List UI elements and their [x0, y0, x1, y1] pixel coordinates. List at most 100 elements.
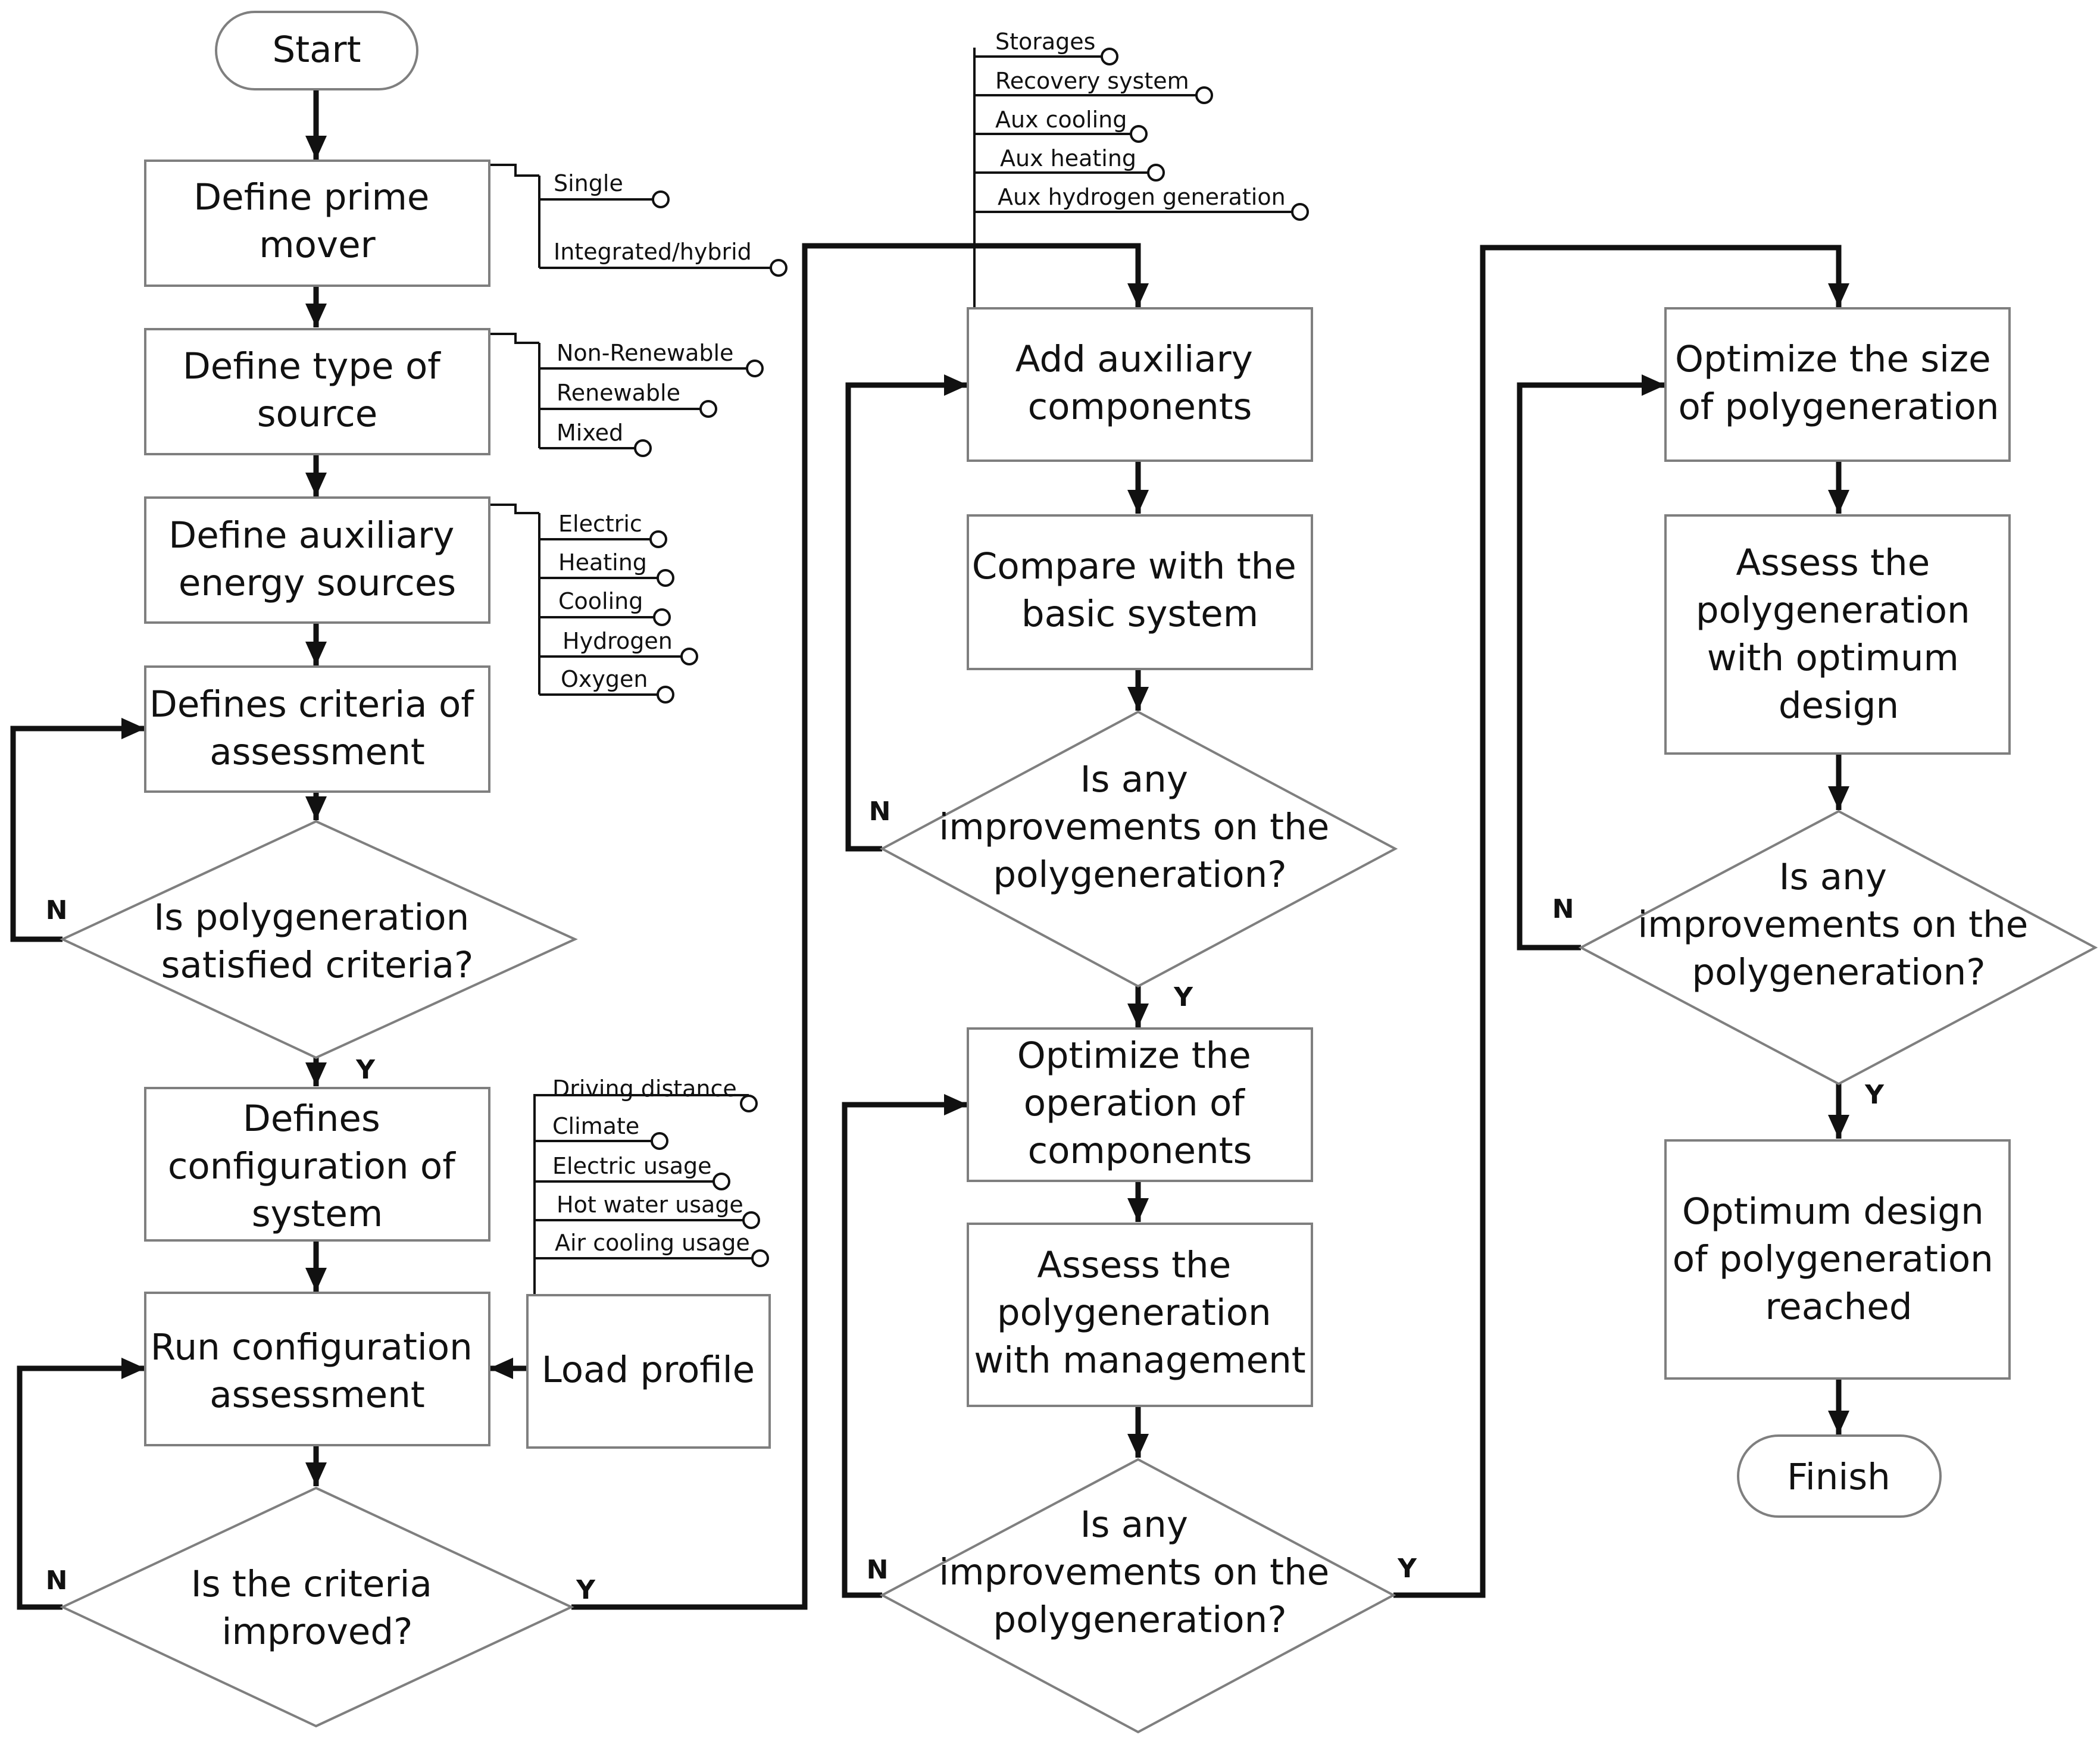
- configuration-label: Defines configuration of system: [168, 1098, 467, 1235]
- optimize-size-box: [1664, 307, 2011, 462]
- prime-mover-label: Define prime mover: [193, 176, 441, 266]
- option-cooling: Cooling: [558, 588, 643, 614]
- option-end-circle: [651, 1132, 668, 1150]
- assess-optimum-label: Assess the polygeneration with optimum d…: [1696, 542, 1982, 727]
- define-prime-mover-box: [144, 160, 490, 287]
- loop-no-satisfied: [10, 718, 145, 942]
- option-electric-usage: Electric usage: [552, 1153, 712, 1179]
- option-end-circle: [657, 686, 674, 704]
- define-source-type-box: [144, 328, 490, 455]
- option-mixed: Mixed: [557, 420, 623, 446]
- option-oxygen: Oxygen: [561, 666, 648, 692]
- option-end-circle: [1147, 164, 1165, 182]
- option-end-circle: [1101, 48, 1118, 65]
- source-type-label: Define type of source: [183, 345, 452, 435]
- decision-improvements-3: [1578, 809, 2098, 1086]
- run-assessment-label: Run configuration assessment: [151, 1326, 484, 1416]
- improvements-3-label: Is any improvements on the polygeneratio…: [1638, 856, 2039, 993]
- define-criteria-box: [144, 665, 490, 793]
- aux-energy-option-lines: [489, 504, 689, 696]
- yes-label-improvements-1: Y: [1173, 982, 1193, 1012]
- yes-label-criteria-improved: Y: [576, 1575, 596, 1605]
- prime-mover-option-lines: [489, 164, 779, 269]
- assess-management-label: Assess the polygeneration with managemen…: [974, 1244, 1305, 1381]
- option-integrated-hybrid: Integrated/hybrid: [554, 239, 752, 265]
- option-electric: Electric: [558, 511, 642, 537]
- option-hot-water-usage: Hot water usage: [557, 1192, 743, 1218]
- option-end-circle: [652, 190, 670, 208]
- define-aux-energy-box: [144, 496, 490, 624]
- start-terminal: [215, 11, 418, 90]
- no-label-criteria-improved: N: [46, 1565, 68, 1596]
- option-end-circle: [746, 360, 764, 377]
- option-non-renewable: Non-Renewable: [557, 340, 733, 366]
- option-end-circle: [1195, 86, 1213, 104]
- option-aux-hydrogen-generation: Aux hydrogen generation: [998, 184, 1286, 210]
- run-assessment-box: [144, 1292, 490, 1446]
- assess-management-box: [967, 1223, 1313, 1407]
- flow-connectors: [10, 89, 1849, 1610]
- decision-improvements-2: [879, 1458, 1396, 1734]
- assess-optimum-box: [1664, 514, 2011, 755]
- optimize-size-label: Optimize the size of polygeneration: [1675, 338, 2002, 428]
- optimize-operation-label: Optimize the operation of components: [1017, 1034, 1262, 1172]
- loop-no-improve-3: [1517, 374, 1665, 951]
- define-configuration-box: [144, 1087, 490, 1242]
- decision-improvements-1: [879, 710, 1398, 988]
- loop-no-criteria-improved: [17, 1358, 145, 1610]
- option-end-circle: [770, 259, 788, 277]
- option-end-circle: [1291, 203, 1309, 221]
- option-aux-cooling: Aux cooling: [995, 107, 1127, 133]
- yes-label-satisfied: Y: [355, 1055, 376, 1085]
- source-type-option-lines: [489, 333, 755, 449]
- optimize-operation-box: [967, 1027, 1313, 1182]
- decision-satisfied-criteria: [60, 820, 578, 1059]
- option-end-circle: [1130, 125, 1148, 143]
- load-profile-box: [526, 1294, 771, 1449]
- option-single: Single: [554, 170, 623, 196]
- improvements-1-label: Is any improvements on the polygeneratio…: [939, 758, 1340, 896]
- no-label-improvements-3: N: [1552, 894, 1574, 924]
- satisfied-criteria-label: Is polygeneration satisfied criteria?: [154, 896, 480, 986]
- flow-nodes: [60, 11, 2098, 1734]
- loop-no-improve-2: [842, 1094, 968, 1598]
- yes-label-improvements-3: Y: [1864, 1080, 1885, 1110]
- option-aux-heating: Aux heating: [1000, 145, 1136, 171]
- add-aux-label: Add auxiliary components: [1015, 338, 1264, 428]
- yes-improve-2-to-size: [1393, 245, 1849, 1598]
- option-end-circle: [680, 648, 698, 665]
- add-aux-components-box: [967, 307, 1313, 462]
- option-climate: Climate: [552, 1113, 639, 1139]
- option-renewable: Renewable: [557, 380, 680, 406]
- option-hydrogen: Hydrogen: [562, 628, 673, 654]
- option-storages: Storages: [995, 29, 1095, 55]
- option-end-circle: [740, 1095, 758, 1112]
- option-heating: Heating: [558, 549, 647, 576]
- no-label-satisfied: N: [46, 895, 68, 926]
- option-connectors: [489, 48, 1309, 1295]
- option-end-circle: [742, 1211, 760, 1229]
- loop-no-improve-1: [845, 374, 968, 852]
- improvements-2-label: Is any improvements on the polygeneratio…: [939, 1503, 1340, 1641]
- option-end-circle: [653, 608, 671, 626]
- no-label-improvements-2: N: [867, 1555, 889, 1585]
- option-labels: Single Integrated/hybrid Non-Renewable R…: [552, 29, 1286, 1256]
- option-recovery-system: Recovery system: [995, 68, 1189, 94]
- branch-labels: N Y N Y N Y N Y N Y: [46, 796, 1885, 1605]
- option-driving-distance: Driving distance: [552, 1076, 737, 1102]
- aux-energy-label: Define auxiliary energy sources: [168, 514, 465, 604]
- load-profile-option-lines: [533, 1094, 760, 1295]
- option-end-circle: [634, 439, 652, 457]
- no-label-improvements-1: N: [869, 796, 891, 827]
- option-end-circle: [751, 1249, 769, 1267]
- start-label: Start: [272, 29, 361, 71]
- compare-basic-box: [967, 514, 1313, 670]
- option-air-cooling-usage: Air cooling usage: [555, 1230, 750, 1256]
- finish-terminal: [1737, 1434, 1942, 1518]
- optimum-reached-box: [1664, 1139, 2011, 1380]
- option-end-circle: [657, 569, 674, 587]
- load-profile-label: Load profile: [542, 1349, 755, 1391]
- option-end-circle: [649, 530, 667, 548]
- compare-basic-label: Compare with the basic system: [972, 545, 1308, 635]
